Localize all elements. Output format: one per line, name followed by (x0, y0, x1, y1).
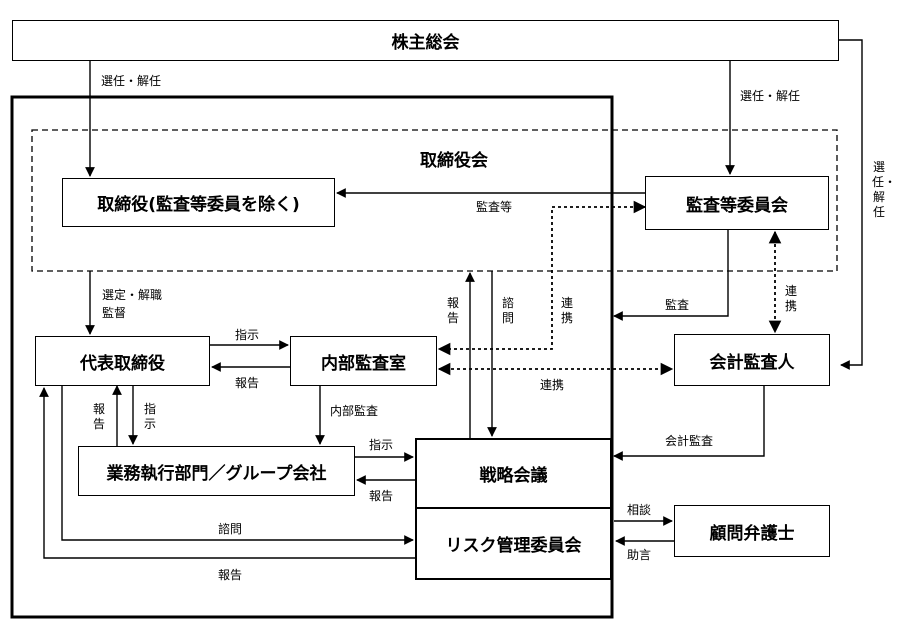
label-report-risk-rep: 報告 (218, 568, 243, 582)
arrow-accounting-audit (613, 386, 765, 461)
representative-director-box: 代表取締役 (35, 336, 210, 386)
label-report-bu-rep: 報告 (92, 402, 105, 431)
arrow-risk-to-rep (39, 387, 415, 559)
label-consultation-legal: 相談 (627, 503, 652, 517)
strategy-meeting-box: 戦略会議 (415, 438, 612, 509)
label-appoint-dismiss-right: 選任・解任 (740, 89, 801, 103)
label-instruct-rep-bu: 指示 (143, 402, 156, 431)
label-cooperate-internal-accounting: 連携 (540, 378, 565, 392)
internal-audit-office-box: 内部監査室 (290, 336, 437, 386)
label-cooperate-audit-accounting: 連携 (784, 284, 797, 313)
label-select-dismiss: 選定・解職 (102, 288, 163, 302)
label-appoint-dismiss-vertical: 選任・解任 (872, 160, 897, 219)
accounting-auditor-box: 会計監査人 (674, 334, 830, 386)
governance-frame (10, 95, 614, 619)
label-audit-etc: 監査等 (476, 200, 513, 214)
label-advice-legal: 助言 (627, 548, 652, 562)
label-supervise: 監督 (102, 306, 127, 320)
label-consult-board-strategy: 諮問 (501, 296, 514, 325)
board-frame (31, 129, 838, 272)
label-appoint-dismiss-left: 選任・解任 (101, 74, 162, 88)
arrow-shareholders-accounting-auditor (839, 39, 863, 370)
board-label: 取締役会 (420, 151, 488, 171)
label-audit: 監査 (665, 298, 690, 312)
audit-committee-box: 監査等委員会 (645, 176, 829, 230)
label-cooperate-audit-internal: 連携 (560, 296, 573, 325)
label-consult-rep-risk: 諮問 (218, 522, 243, 536)
label-accounting-audit: 会計監査 (665, 434, 714, 448)
label-internal-audit: 内部監査 (330, 404, 379, 418)
arrow-audit-committee-oversight (613, 230, 729, 321)
risk-committee-box: リスク管理委員会 (415, 507, 612, 580)
business-units-box: 業務執行部門／グループ会社 (78, 446, 355, 496)
label-report-bu-strategy: 報告 (369, 489, 394, 503)
label-instruct-strategy-bu: 指示 (369, 438, 394, 452)
label-report-audit-rep: 報告 (235, 376, 260, 390)
dotted-audit-internal (437, 200, 647, 356)
shareholders-meeting-box: 株主総会 (12, 20, 839, 61)
label-instruct-rep-audit: 指示 (235, 328, 260, 342)
directors-box: 取締役(監査等委員を除く) (62, 178, 335, 227)
arrow-rep-to-risk (61, 386, 414, 545)
legal-advisor-box: 顧問弁護士 (674, 505, 830, 557)
label-report-strategy-board: 報告 (446, 296, 459, 325)
